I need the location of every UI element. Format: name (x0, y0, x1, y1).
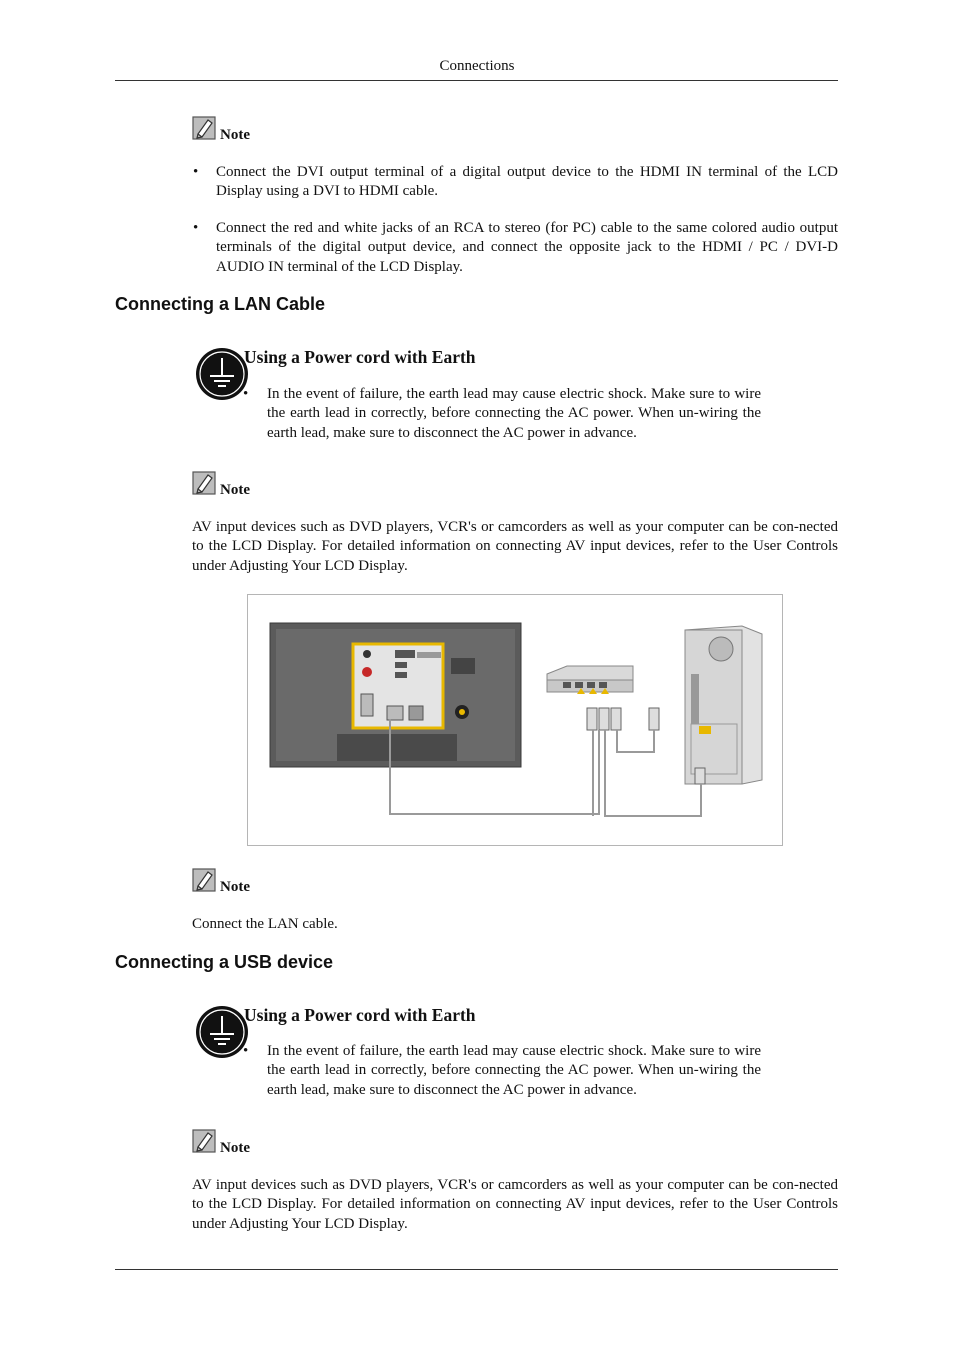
note-text: AV input devices such as DVD players, VC… (192, 519, 838, 574)
header-rule (115, 80, 838, 81)
earth-ground-icon (196, 1006, 248, 1058)
section-heading-lan: Connecting a LAN Cable (115, 294, 326, 314)
note-text: AV input devices such as DVD players, VC… (192, 1177, 838, 1232)
lan-connection-diagram (247, 594, 783, 846)
section-heading-usb: Connecting a USB device (115, 952, 334, 972)
warning-title: Using a Power cord with Earth (244, 1005, 476, 1025)
bullet-dot: • (193, 164, 199, 180)
note-text: Connect the LAN cable. (192, 916, 338, 932)
footer-rule (115, 1269, 838, 1270)
note-block-usb (192, 1129, 216, 1158)
note-pencil-icon (192, 868, 216, 892)
note-pencil-icon (192, 1129, 216, 1153)
bullet-dot: • (193, 220, 199, 236)
earth-ground-icon (196, 348, 248, 400)
note-block-lan-1 (192, 471, 216, 500)
note-label: Note (220, 482, 250, 498)
bullet-text: Connect the DVI output terminal of a dig… (216, 164, 838, 200)
note-block-top (192, 116, 216, 145)
warning-title: Using a Power cord with Earth (244, 347, 476, 367)
warning-text: In the event of failure, the earth lead … (267, 1043, 761, 1098)
pc-tower (684, 625, 763, 785)
bullet-dot: • (243, 386, 249, 402)
note-label: Note (220, 127, 250, 143)
network-hub (546, 665, 634, 694)
bullet-text: Connect the red and white jacks of an RC… (216, 220, 838, 275)
warning-text: In the event of failure, the earth lead … (267, 386, 761, 441)
page-header-title: Connections (439, 58, 515, 74)
bullet-dot: • (243, 1043, 249, 1059)
note-block-lan-2 (192, 868, 216, 897)
note-label: Note (220, 879, 250, 895)
note-pencil-icon (192, 471, 216, 495)
lcd-display-back (269, 622, 522, 768)
note-pencil-icon (192, 116, 216, 140)
note-label: Note (220, 1140, 250, 1156)
